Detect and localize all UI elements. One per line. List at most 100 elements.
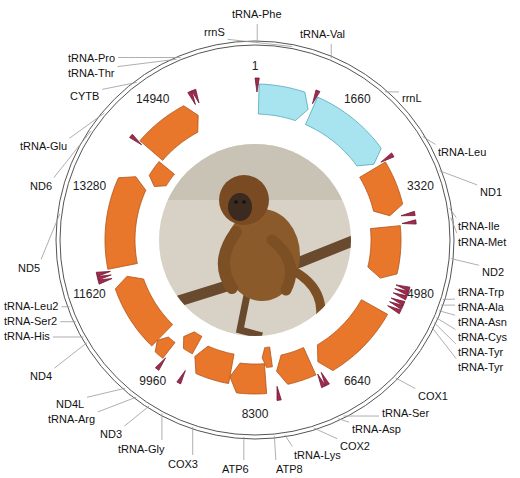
position-number: 9960 — [139, 374, 166, 388]
leader-line — [102, 82, 137, 89]
gene-label: ND6 — [30, 180, 52, 193]
leader-line — [432, 327, 456, 359]
gene-label: tRNA-Thr — [68, 67, 114, 80]
leader-line — [53, 336, 84, 337]
trna-gene — [177, 371, 185, 384]
gene-label: rrnS — [204, 26, 225, 39]
leader-line — [331, 44, 332, 58]
trna-gene — [155, 358, 165, 370]
gene-label: tRNA-Phe — [232, 8, 282, 21]
gene-label: COX2 — [340, 440, 370, 453]
ring-line — [60, 45, 450, 435]
trna-gene — [381, 153, 394, 162]
leader-line — [54, 343, 87, 368]
leader-line — [423, 137, 436, 145]
monkey-tail — [292, 270, 321, 330]
protein-gene — [368, 226, 401, 278]
position-number: 3320 — [407, 179, 434, 193]
gene-label: tRNA-Tyr — [458, 346, 503, 359]
leader-line — [124, 406, 149, 426]
leader-line — [117, 59, 176, 66]
trna-gene — [277, 386, 281, 400]
gene-label: COX3 — [168, 458, 198, 471]
trna-gene — [402, 220, 416, 224]
monkey-face — [228, 193, 252, 221]
gene-label: tRNA-Ser2 — [4, 315, 57, 328]
protein-gene — [140, 106, 198, 161]
position-number: 4980 — [407, 287, 434, 301]
gene-label: COX1 — [418, 390, 448, 403]
gene-label: ND4 — [30, 370, 52, 383]
gene-label: ND5 — [18, 262, 40, 275]
trna-gene — [192, 89, 199, 103]
monkey-photo — [150, 140, 360, 340]
leader-line — [118, 57, 181, 58]
protein-gene — [155, 337, 175, 358]
leader-line — [439, 171, 477, 185]
gene-label: tRNA-Arg — [48, 413, 95, 426]
gene-label: ATP8 — [276, 463, 303, 476]
leader-line — [60, 321, 76, 322]
gene-label: tRNA-Tyr — [458, 361, 503, 374]
rrna-gene — [306, 97, 382, 166]
gene-label: tRNA-Trp — [458, 286, 504, 299]
gene-label: tRNA-Ala — [458, 301, 504, 314]
position-number: 8300 — [242, 407, 269, 421]
leader-line — [161, 414, 162, 440]
leader-line — [41, 214, 60, 259]
gene-track — [96, 78, 416, 400]
position-number: 6640 — [344, 374, 371, 388]
gene-label: tRNA-Lys — [294, 449, 341, 462]
gene-label: tRNA-Met — [458, 236, 506, 249]
gene-label: ND3 — [100, 428, 122, 441]
gene-label: ND4L — [56, 398, 84, 411]
gene-label: tRNA-Ser — [382, 407, 429, 420]
trna-gene — [130, 134, 142, 145]
gene-label: ATP6 — [222, 463, 249, 476]
protein-gene — [149, 162, 174, 187]
protein-gene — [230, 363, 267, 394]
leader-line — [396, 378, 416, 389]
monkey-eye — [242, 200, 246, 204]
leader-line — [451, 259, 479, 266]
leader-line — [54, 131, 91, 178]
ring-line — [56, 41, 454, 439]
leader-line — [69, 113, 104, 138]
gene-label: tRNA-Pro — [68, 52, 115, 65]
monkey-eye — [234, 200, 238, 204]
position-number: 1660 — [344, 92, 371, 106]
gene-label: tRNA-Leu2 — [4, 300, 58, 313]
trna-gene — [401, 211, 415, 215]
position-number: 14940 — [136, 92, 169, 106]
trna-gene — [318, 374, 326, 388]
gene-label: rrnL — [402, 92, 422, 105]
rrna-gene — [258, 84, 308, 121]
leader-line — [449, 208, 456, 217]
gene-label: ND1 — [480, 186, 502, 199]
protein-gene — [317, 300, 387, 371]
photo-ground — [150, 140, 360, 340]
trna-gene — [313, 90, 320, 104]
gene-label: tRNA-Cys — [458, 331, 507, 344]
trna-gene — [388, 306, 401, 314]
leader-line — [61, 306, 69, 307]
leader-line — [443, 299, 455, 300]
leader-line — [228, 39, 292, 46]
protein-gene — [360, 162, 403, 216]
gene-label: tRNA-Glu — [20, 140, 67, 153]
leader-line — [441, 305, 455, 306]
monkey-arm — [224, 232, 236, 288]
gene-label: CYTB — [70, 90, 99, 103]
gene-label: ND2 — [482, 266, 504, 279]
protein-gene — [115, 276, 172, 346]
leader-line — [434, 322, 456, 344]
trna-gene — [96, 271, 110, 276]
leader-line — [87, 388, 125, 397]
leader-line — [274, 436, 275, 460]
leader-line — [257, 24, 258, 43]
monkey-head — [219, 175, 269, 225]
protein-gene — [277, 348, 316, 385]
leader-line — [243, 437, 244, 460]
leader-line — [343, 416, 379, 417]
